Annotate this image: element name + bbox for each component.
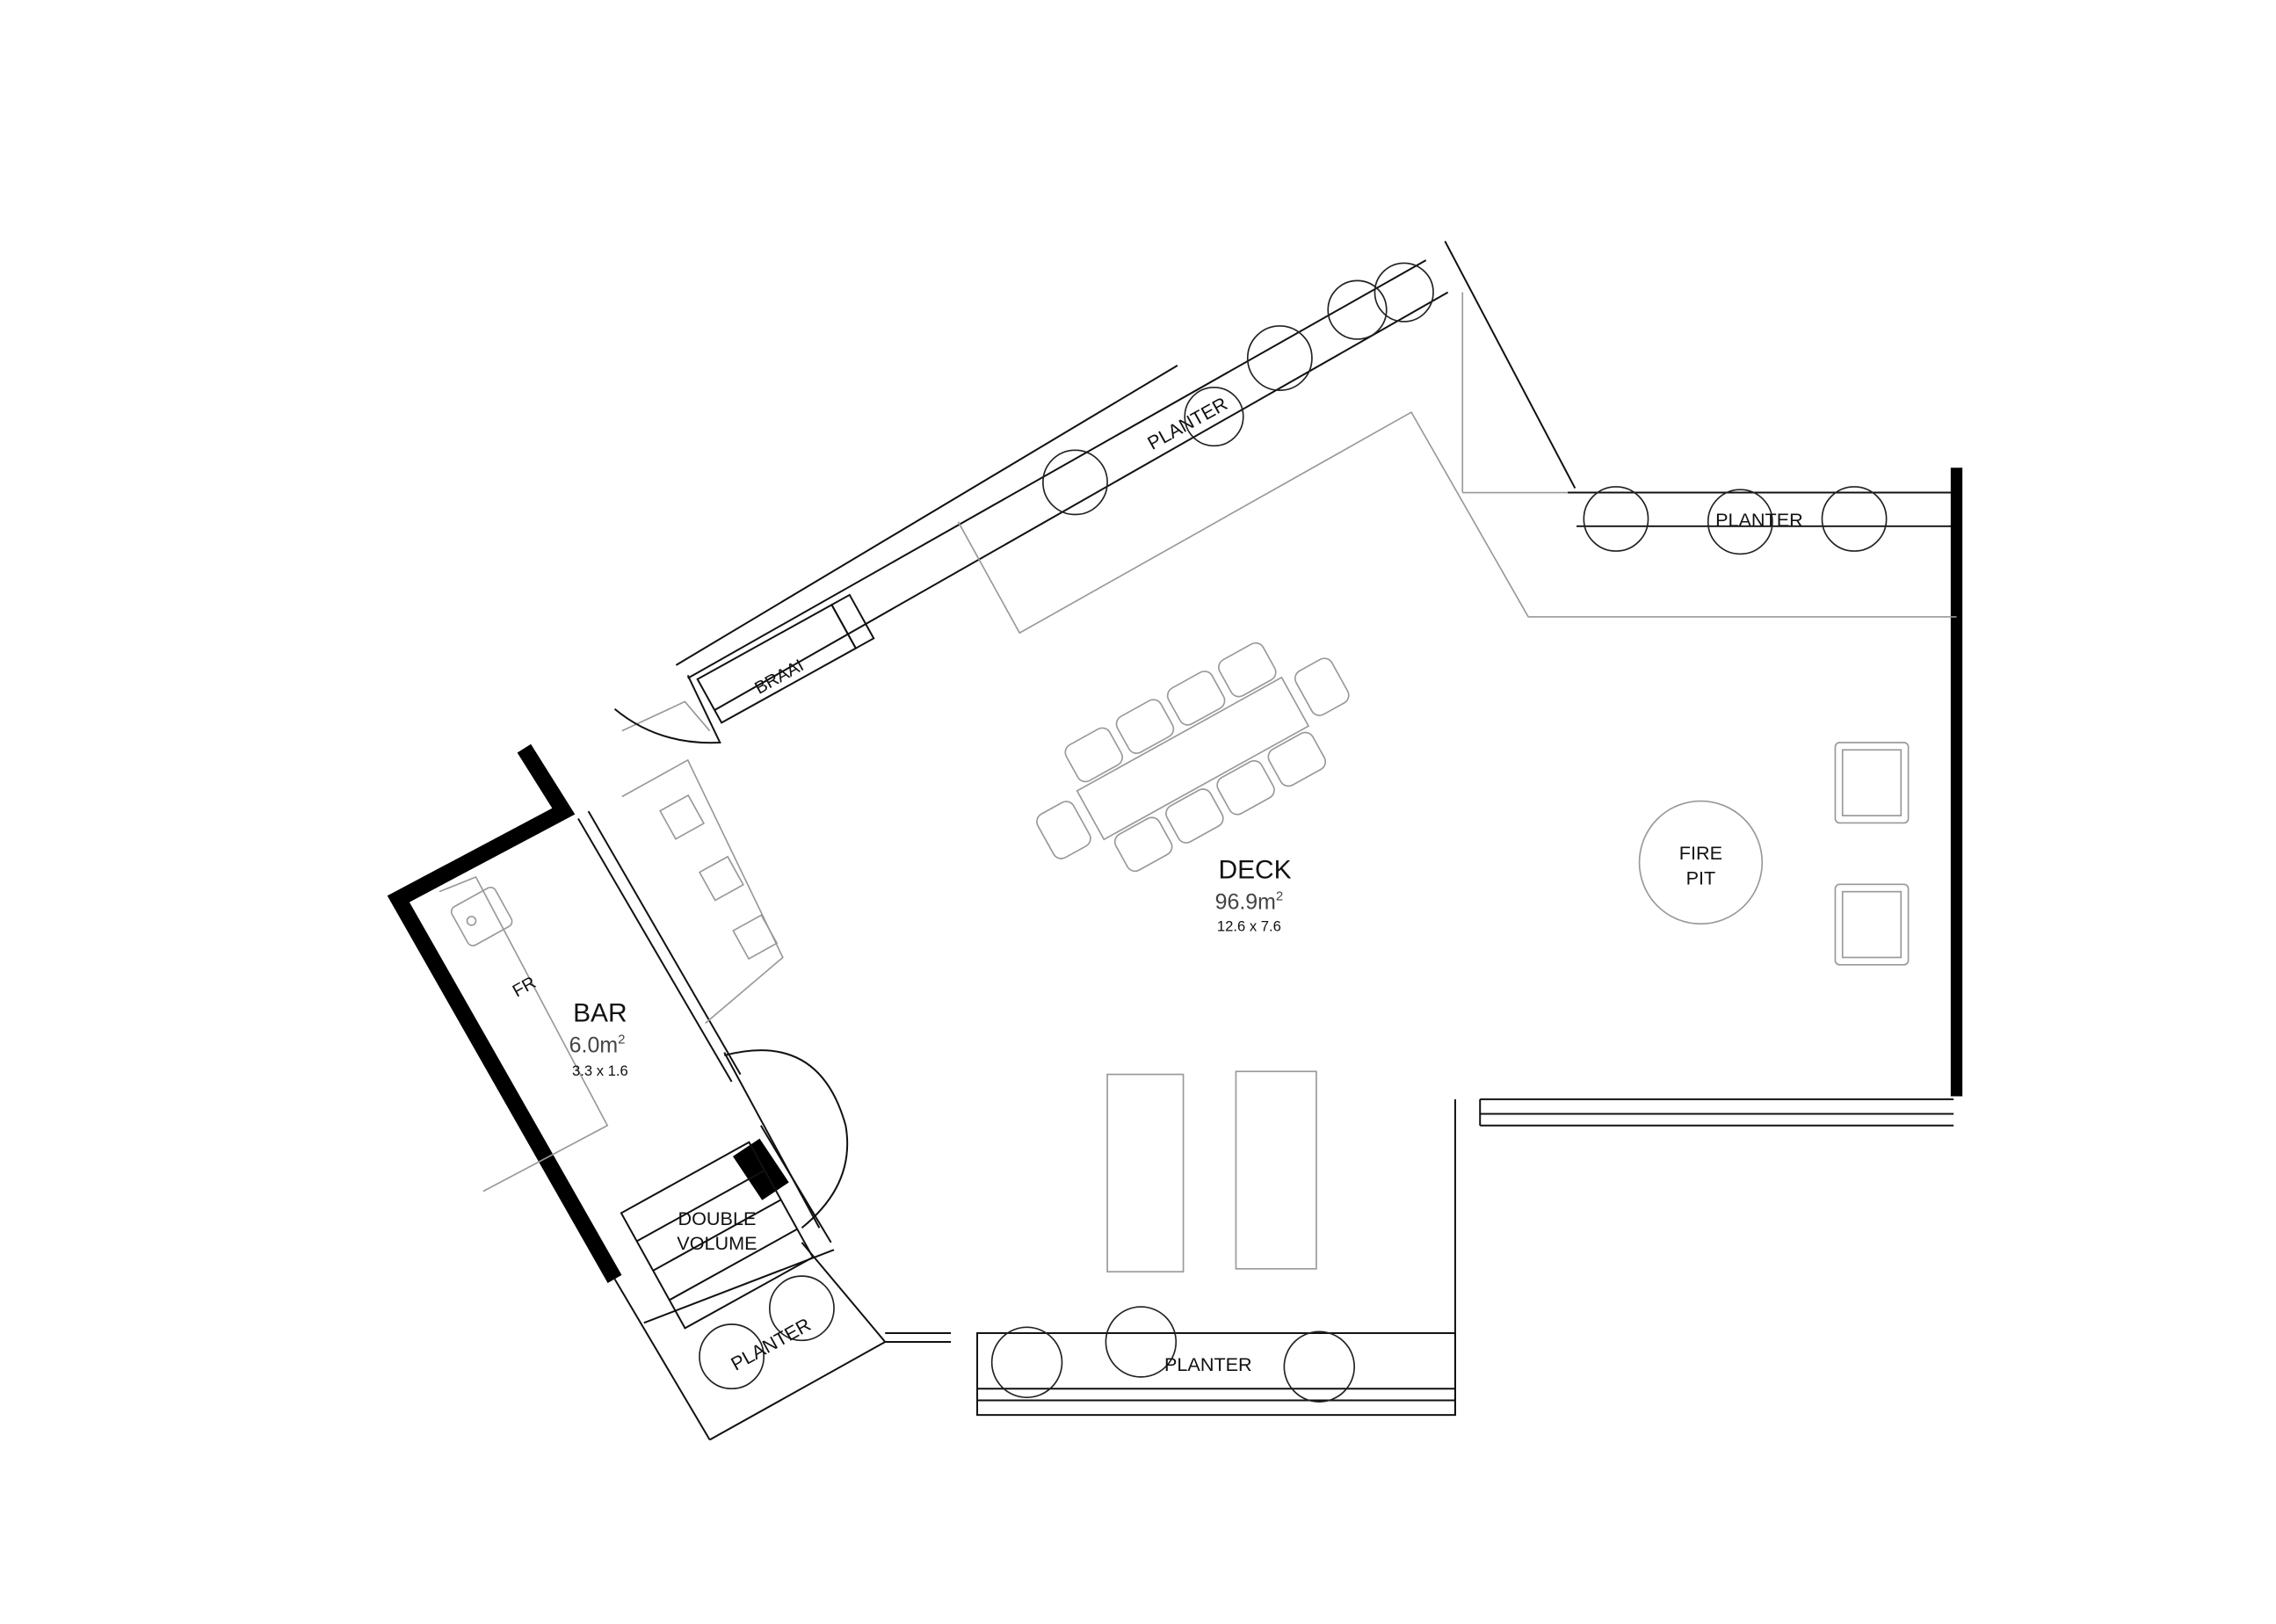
double-volume-label: VOLUME xyxy=(677,1232,757,1254)
fire-pit-label: PIT xyxy=(1686,866,1716,888)
lounge-chair xyxy=(1834,742,1910,824)
deck-name: DECK xyxy=(1218,856,1291,885)
fire-pit-label: FIRE xyxy=(1679,842,1722,864)
deck-area-unit-sup: 2 xyxy=(1276,889,1283,904)
fire-pit xyxy=(1638,800,1764,925)
bar-area: 6.0m xyxy=(569,1033,618,1058)
stairs xyxy=(620,1141,815,1330)
lounge-chair xyxy=(1834,883,1910,966)
braai-counter xyxy=(696,593,875,724)
dining-table-set xyxy=(1036,642,1350,873)
svg-text:96.9m2: 96.9m2 xyxy=(1215,889,1284,915)
bar-area-unit-sup: 2 xyxy=(618,1033,625,1048)
planter-label-right: PLANTER xyxy=(1715,509,1803,531)
structural-walls xyxy=(387,468,1963,1283)
double-volume-label: DOUBLE xyxy=(678,1207,757,1229)
fridge-label: FR xyxy=(510,973,540,1001)
bar-dimensions: 3.3 x 1.6 xyxy=(572,1062,628,1079)
planter-label-bottom-left: PLANTER xyxy=(727,1313,814,1374)
planter-label-bottom: PLANTER xyxy=(1164,1353,1252,1375)
sun-lounger xyxy=(1106,1073,1185,1272)
sun-lounger xyxy=(1235,1070,1317,1270)
svg-text:6.0m2: 6.0m2 xyxy=(569,1033,626,1058)
bar-name: BAR xyxy=(573,999,627,1028)
braai-label: BRAAI xyxy=(751,656,807,698)
bar-stools xyxy=(621,758,784,1024)
deck-dimensions: 12.6 x 7.6 xyxy=(1217,918,1281,935)
boundary-lines xyxy=(577,240,1954,1441)
door-swing xyxy=(613,675,721,744)
deck-outline xyxy=(439,292,1957,1193)
sink-icon xyxy=(450,886,513,946)
door-swing-bar xyxy=(724,1049,849,1229)
plant-icons xyxy=(699,262,1888,1403)
deck-area: 96.9m xyxy=(1215,890,1276,915)
